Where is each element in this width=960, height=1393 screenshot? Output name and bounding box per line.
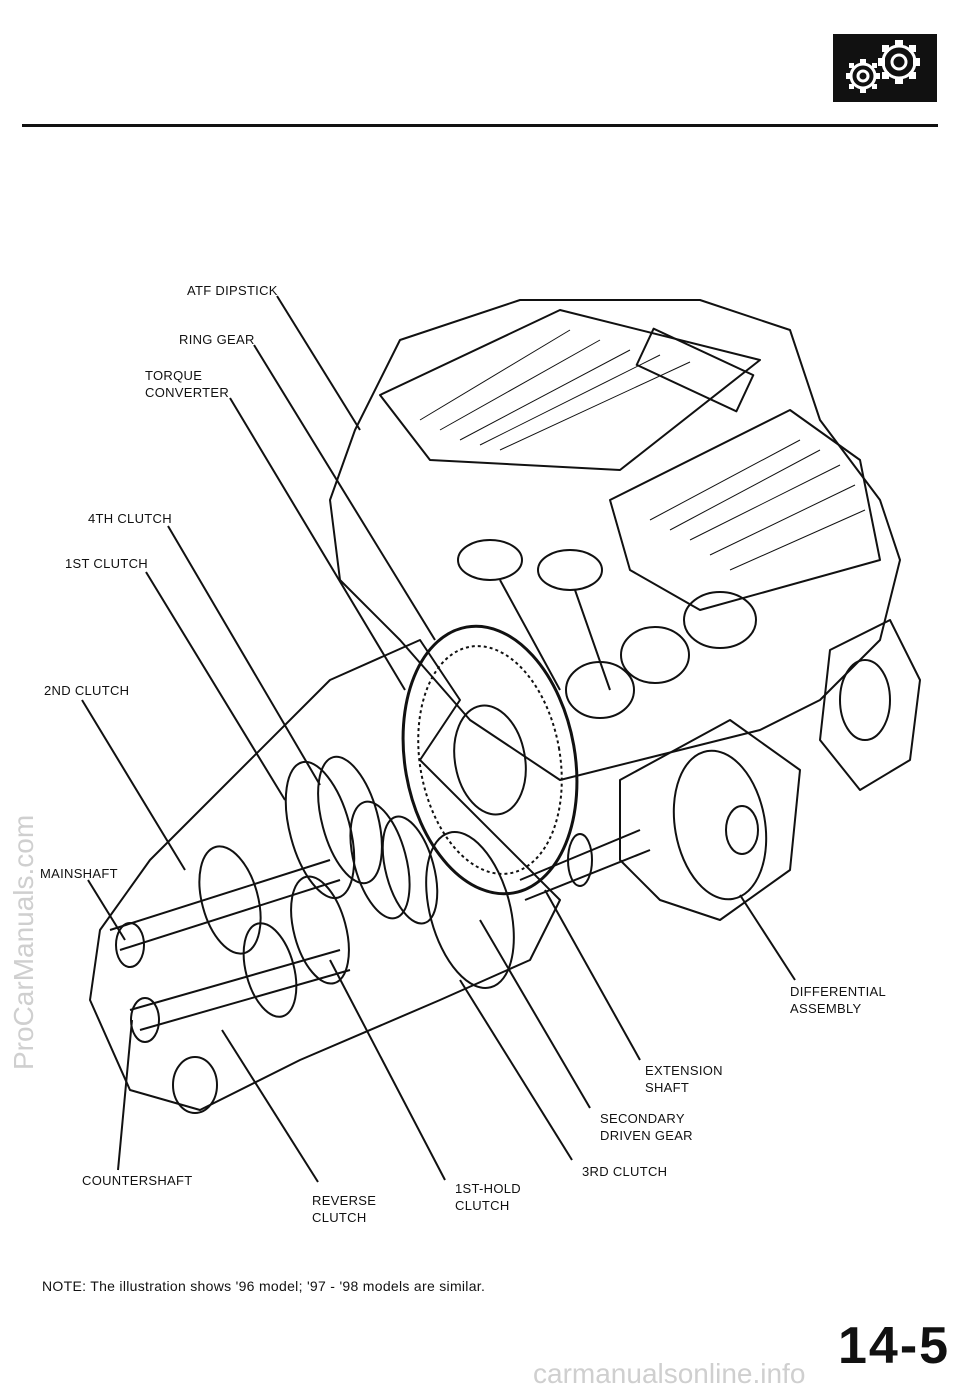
label-countershaft: COUNTERSHAFT [82, 1173, 193, 1188]
page-number: 14-5 [838, 1317, 951, 1375]
label-atf-dipstick: ATF DIPSTICK [187, 283, 278, 298]
leader-2nd-clutch [81, 699, 186, 871]
leader-ring-gear [253, 344, 436, 641]
leader-torque-converter [229, 397, 406, 691]
header-rule [22, 124, 938, 127]
label-1st-clutch: 1ST CLUTCH [65, 556, 148, 571]
leader-reverse-clutch [221, 1029, 319, 1183]
leader-3rd-clutch [459, 979, 573, 1161]
label-ring-gear: RING GEAR [179, 332, 255, 347]
leader-extension-shaft [544, 889, 641, 1061]
label-mainshaft: MAINSHAFT [40, 866, 118, 881]
watermark-side: ProCarManuals.com [8, 814, 39, 1070]
leader-countershaft [117, 1019, 133, 1171]
leader-1st-clutch [145, 571, 286, 801]
leader-secondary-driven-gear [479, 919, 591, 1109]
label-2nd-clutch: 2ND CLUTCH [44, 683, 130, 698]
illustration-note: NOTE: The illustration shows '96 model; … [42, 1278, 486, 1294]
label-secondary-driven-gear: SECONDARY DRIVEN GEAR [600, 1111, 693, 1143]
label-3rd-clutch: 3RD CLUTCH [582, 1164, 668, 1179]
label-extension-shaft: EXTENSION SHAFT [645, 1063, 723, 1095]
label-reverse-clutch: REVERSE CLUTCH [312, 1193, 377, 1225]
watermark-bottom: carmanualsonline.info [533, 1358, 806, 1389]
label-torque-converter: TORQUE CONVERTER [145, 368, 230, 400]
label-4th-clutch: 4TH CLUTCH [88, 511, 172, 526]
leader-atf-dipstick [276, 295, 361, 431]
leader-1st-hold-clutch [329, 959, 446, 1181]
label-1st-hold-clutch: 1ST-HOLD CLUTCH [455, 1181, 521, 1213]
label-differential-assembly: DIFFERENTIAL ASSEMBLY [790, 984, 887, 1016]
leader-differential [739, 894, 796, 981]
gears-icon [833, 34, 937, 102]
leader-mainshaft [87, 879, 126, 941]
leader-4th-clutch [167, 525, 321, 786]
